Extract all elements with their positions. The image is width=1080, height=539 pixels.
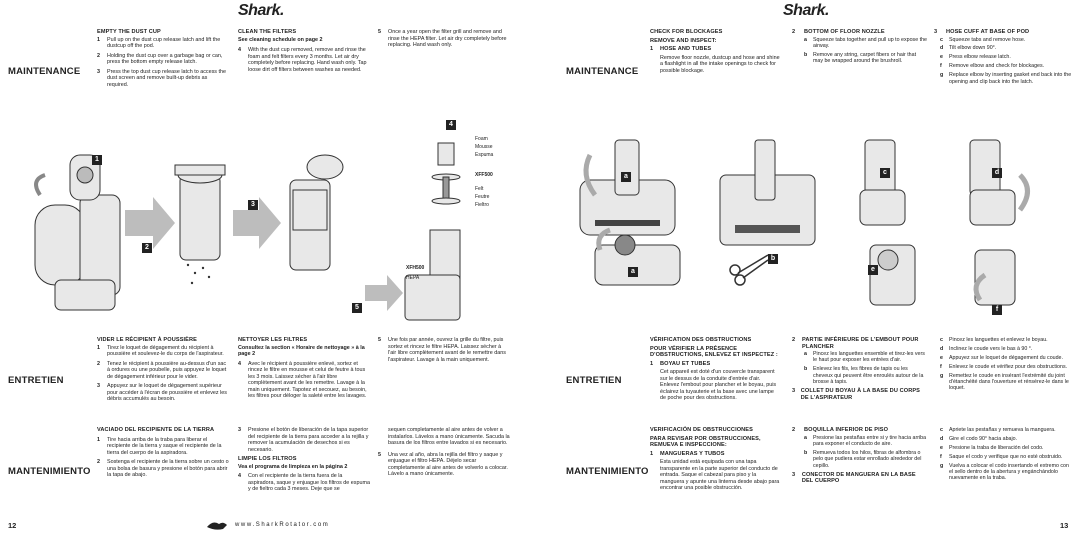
page-number-right: 13 xyxy=(1060,521,1069,530)
figure-marker-b: b xyxy=(768,254,778,264)
step-marker-2: 2 xyxy=(142,243,152,253)
section-label-maintenance-right: MAINTENANCE xyxy=(566,66,639,77)
footer: www.SharkRotator.com xyxy=(205,519,329,531)
dustcup-figure xyxy=(174,164,226,285)
figure-marker-c: c xyxy=(880,168,890,178)
subheading: See cleaning schedule on page 2 xyxy=(238,36,323,43)
step-marker-4: 4 xyxy=(446,120,456,130)
vacuum-pod-figure xyxy=(34,154,121,311)
es-hepa: sequen completamente al aire antes de vo… xyxy=(378,427,510,477)
section-label-maintenance-left: MAINTENANCE xyxy=(8,66,81,77)
footer-url[interactable]: www.SharkRotator.com xyxy=(235,522,330,528)
arrow-right-icon xyxy=(233,197,281,249)
scissors-icon xyxy=(729,254,769,286)
fr-check-blockages: VÉRIFICATION DES OBSTRUCTIONS POUR VÉRIF… xyxy=(650,337,778,401)
arrow-right-icon xyxy=(125,197,175,249)
step-marker-1: 1 xyxy=(92,155,102,165)
filter-model-xff500: XFF500 xyxy=(475,172,493,178)
section-label-entretien-left: ENTRETIEN xyxy=(8,375,64,386)
filter-label-hepa: HEPA xyxy=(406,275,420,281)
figure-marker-a1: a xyxy=(621,172,631,182)
section-label-mantenimiento-right: MANTENIMIENTO xyxy=(566,466,649,477)
page-number-left: 12 xyxy=(8,521,17,530)
pod-figure-e xyxy=(869,244,916,306)
en-clean-filters: CLEAN THE FILTERS See cleaning schedule … xyxy=(238,29,370,76)
section-label-entretien-right: ENTRETIEN xyxy=(566,375,622,386)
figure-marker-e: e xyxy=(868,265,878,275)
shark-rotator-icon xyxy=(207,522,227,530)
heading: CLEAN THE FILTERS xyxy=(238,29,297,35)
arrow-right-icon xyxy=(365,275,403,311)
figure-marker-d: d xyxy=(992,168,1002,178)
step-marker-3: 3 xyxy=(248,200,258,210)
blockage-illustrations xyxy=(579,139,1030,306)
heading: EMPTY THE DUST CUP xyxy=(97,29,161,35)
filters-figure xyxy=(404,142,461,321)
pod-figure-c xyxy=(859,139,906,226)
figure-marker-a2: a xyxy=(628,267,638,277)
en-check-blockages: CHECK FOR BLOCKAGES REMOVE AND INSPECT: … xyxy=(650,29,780,74)
dustcup-open-figure xyxy=(289,154,344,271)
step-marker-5: 5 xyxy=(352,303,362,313)
floor-nozzle-top-figure xyxy=(579,139,676,236)
figure-marker-f: f xyxy=(992,305,1002,315)
floor-nozzle-bottom-figure xyxy=(719,139,816,246)
fr-clean-filters: NETTOYER LES FILTRES Consultez la sectio… xyxy=(238,337,367,399)
filter-label-felt: Felt Feutre Fieltro xyxy=(475,186,490,208)
shark-logo-right: Shark. xyxy=(783,2,829,19)
nozzle-brushroll-figure xyxy=(594,227,681,286)
shark-logo-left: Shark. xyxy=(238,2,284,19)
pod-figure-d xyxy=(969,139,1030,226)
filter-model-xfh500: XFH500 xyxy=(406,265,425,271)
dustcup-illustration xyxy=(34,142,461,321)
filter-label-foam: Foam Mousse Espuma xyxy=(475,136,494,158)
es-check-blockages: VERIFICACIÓN DE OBSTRUCCIONES PARA REVIS… xyxy=(650,427,780,491)
pod-figure-f xyxy=(973,249,1016,306)
section-label-mantenimiento-left: MANTENIMIENTO xyxy=(8,466,91,477)
